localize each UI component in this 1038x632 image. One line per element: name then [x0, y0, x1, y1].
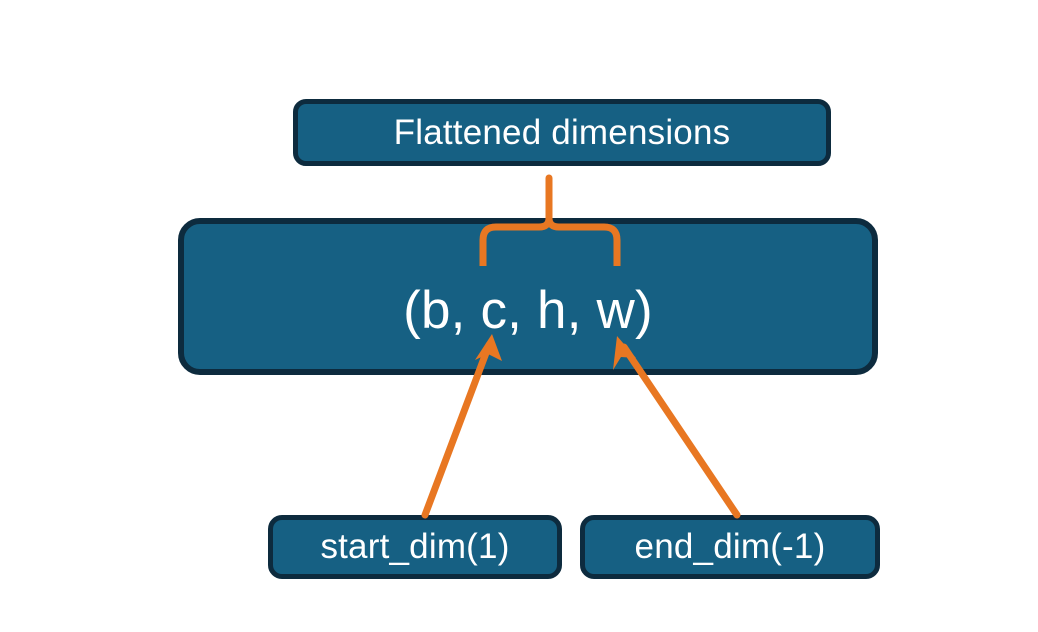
flattened-dimensions-box[interactable]: Flattened dimensions	[293, 99, 831, 166]
end-dim-label: end_dim(-1)	[634, 527, 826, 566]
start-dim-label: start_dim(1)	[320, 527, 510, 566]
tensor-shape-box[interactable]: (b, c, h, w)	[178, 218, 878, 375]
flattened-dimensions-label: Flattened dimensions	[393, 112, 731, 152]
tensor-shape-label: (b, c, h, w)	[403, 281, 653, 340]
start-dim-box[interactable]: start_dim(1)	[268, 515, 562, 579]
end-dim-box[interactable]: end_dim(-1)	[580, 515, 880, 579]
